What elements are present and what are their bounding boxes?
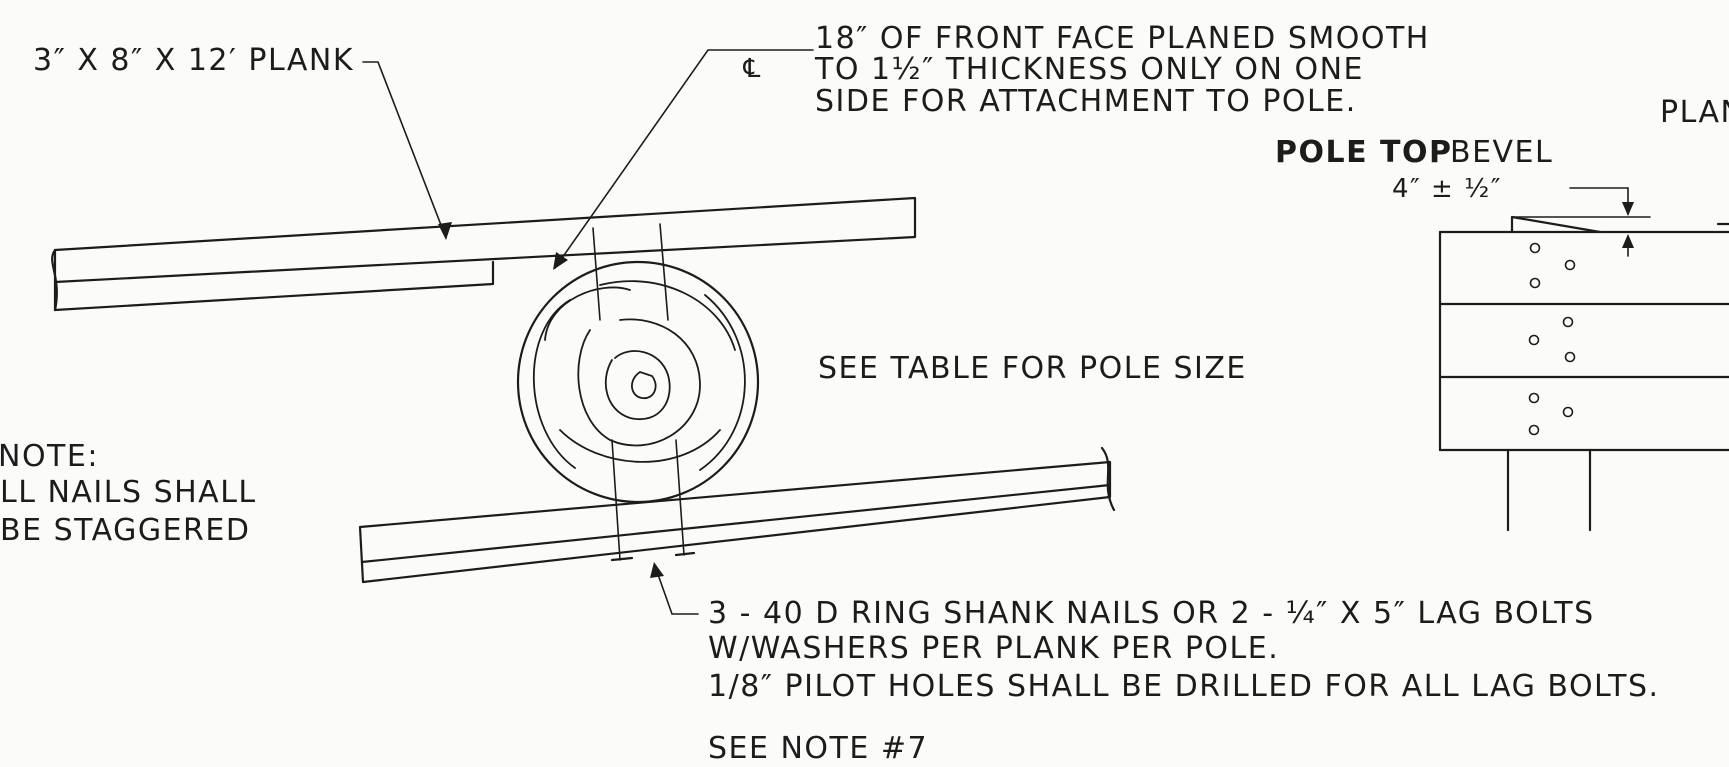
note-line-1: LL NAILS SHALL: [0, 475, 257, 510]
front-face-note-line-2: TO 1½″ THICKNESS ONLY ON ONE: [815, 52, 1364, 87]
nail-hole: [1528, 334, 1540, 346]
upper-plank-lower-ply: [53, 260, 495, 312]
pole-grain-ring: [599, 280, 736, 351]
fastener-holes: [1528, 242, 1576, 436]
attachment-zone-line: [659, 223, 669, 321]
bevel-profile: [1510, 215, 1602, 234]
upper-plank-body: [53, 196, 917, 284]
lower-plank-body: [358, 460, 1112, 584]
nail-hole: [1564, 259, 1576, 271]
pole-size-label: SEE TABLE FOR POLE SIZE: [818, 351, 1247, 386]
nail-hole: [1562, 406, 1574, 418]
lower-plank: [358, 446, 1116, 584]
nail-head-mark: [674, 551, 696, 557]
nail-head-mark: [610, 556, 634, 562]
leader-lines: [362, 49, 814, 615]
attachment-zone-line: [675, 439, 685, 556]
nail-hole: [1529, 242, 1541, 254]
plan-label-cut: PLAN: [1660, 95, 1729, 130]
nails-leader: [654, 565, 699, 615]
front-face-note-line-3: SIDE FOR ATTACHMENT TO POLE.: [815, 84, 1357, 119]
nail-hole: [1528, 424, 1540, 436]
attachment-zone-line: [611, 439, 621, 561]
pole-grain-ring: [532, 299, 576, 469]
note-title: NOTE:: [0, 439, 99, 474]
lower-plank-break-line: [1100, 446, 1116, 512]
nail-hole: [1529, 277, 1541, 289]
pole-grain-ring: [604, 350, 671, 421]
bevel-label: BEVEL: [1450, 135, 1554, 170]
pole-grain-ring: [699, 294, 746, 471]
upper-plank-break-line: [51, 248, 58, 312]
pole-grain-ring: [559, 429, 721, 463]
nail-hole: [1528, 392, 1540, 404]
pole-section: [516, 223, 760, 562]
pole-top-label: POLE TOP: [1275, 135, 1453, 170]
front-face-leader-arrowhead: [553, 252, 568, 270]
fastener-note-line-3: 1/8″ PILOT HOLES SHALL BE DRILLED FOR AL…: [708, 669, 1660, 704]
front-face-leader: [554, 49, 814, 269]
upper-plank: [51, 196, 917, 312]
nail-hole: [1564, 351, 1576, 363]
note-line-2: BE STAGGERED: [0, 513, 251, 548]
dimension-arrowhead: [1622, 202, 1634, 216]
centerline-mark: ℄: [740, 54, 765, 84]
dimension-arrowhead: [1622, 234, 1634, 248]
dimension-arrow-down: [1569, 187, 1629, 215]
plank-size-label: 3″ X 8″ X 12′ PLANK: [33, 43, 354, 78]
see-note-label: SEE NOTE #7: [708, 731, 929, 766]
front-face-note-line-1: 18″ OF FRONT FACE PLANED SMOOTH: [815, 21, 1430, 56]
pole-outline: [516, 260, 760, 504]
plank-leader-arrowhead: [438, 222, 452, 240]
fastener-note-line-1: 3 - 40 D RING SHANK NAILS OR 2 - ¼″ X 5″…: [708, 596, 1595, 631]
fastener-note-line-2: W/WASHERS PER PLANK PER POLE.: [708, 631, 1280, 666]
pole-heart: [631, 371, 657, 399]
lower-plank-inner-edge: [360, 483, 1112, 564]
pole-grain-ring: [544, 286, 631, 341]
nails-leader-arrowhead: [650, 562, 664, 578]
plank-leader: [362, 61, 447, 239]
pole-grain-ring: [577, 318, 701, 447]
pole-top-elevation: [1438, 187, 1729, 532]
bevel-dimension: 4″ ± ½″: [1392, 174, 1502, 204]
attachment-zone-line: [592, 227, 601, 321]
nail-hole: [1562, 316, 1574, 328]
